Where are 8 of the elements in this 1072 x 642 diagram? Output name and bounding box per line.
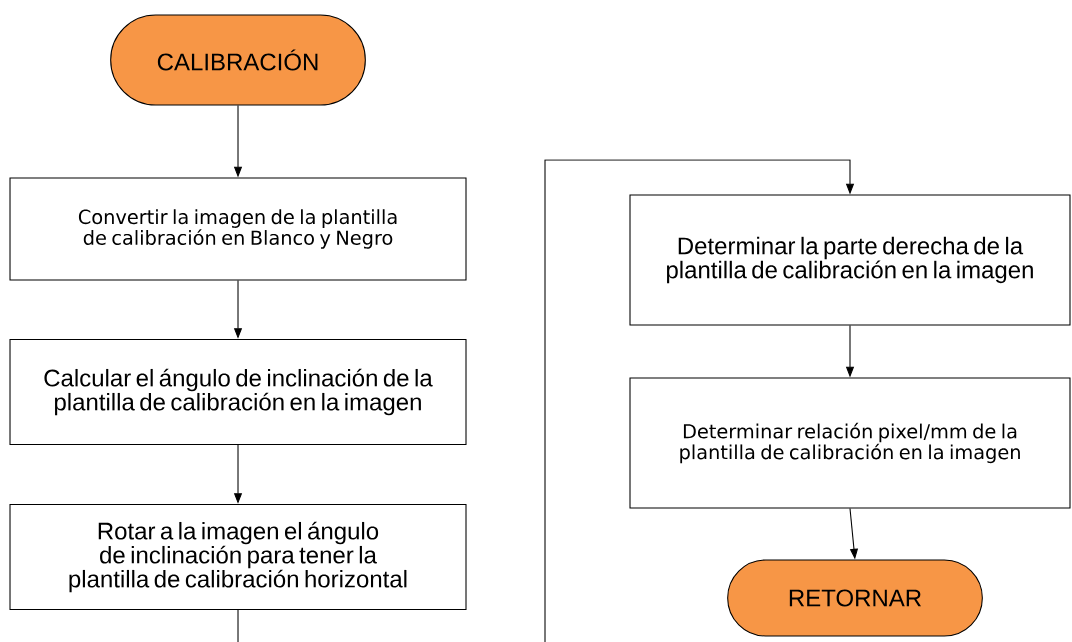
process-box: Rotar a la imagen el ángulo de inclinación para tener la plantilla de calibración horizontal	[9, 503, 467, 611]
term-box: RETORNAR	[727, 559, 983, 637]
process-box: Calcular el ángulo de inclinación de la plantilla de calibración en la imagen	[9, 338, 467, 446]
arrow	[544, 159, 855, 642]
process-box: Convertir la imagen de la plantilla de calibración en Blanco y Negro	[9, 177, 467, 281]
term-box: CALIBRACIÓN	[110, 14, 366, 106]
process-box: Determinar relación pixel/mm de la plantilla de calibración en la imagen	[629, 377, 1071, 509]
process-box: Determinar la parte derecha de la plantilla de calibración en la imagen	[629, 194, 1071, 326]
